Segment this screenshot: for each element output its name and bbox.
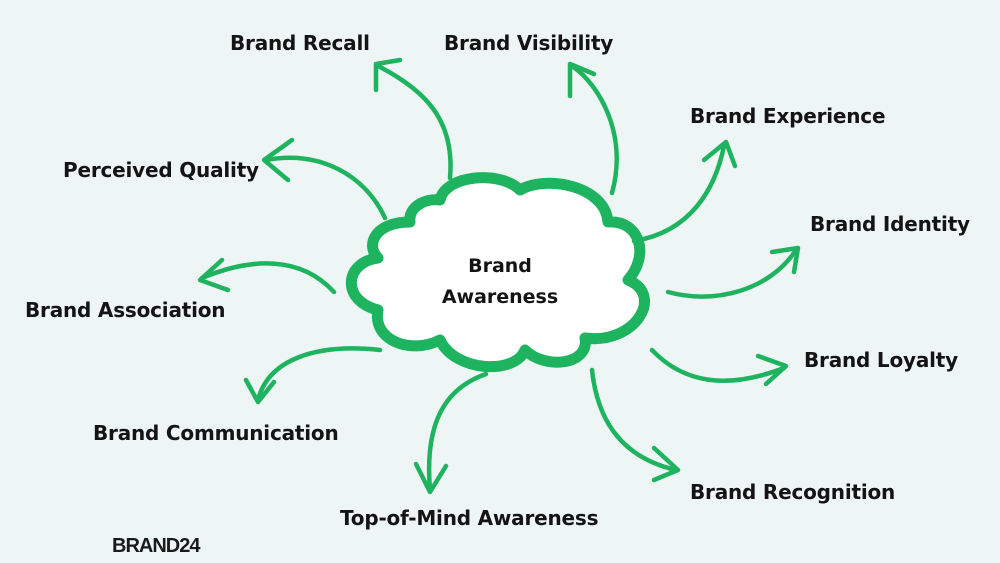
arrow-perceived-quality — [261, 137, 388, 221]
center-node-label: Brand Awareness — [400, 251, 600, 313]
arrow-brand-recall — [373, 57, 453, 181]
branch-label-brand-recognition: Brand Recognition — [690, 480, 896, 504]
arrow-brand-recognition — [589, 367, 681, 483]
branch-label-brand-association: Brand Association — [25, 298, 226, 322]
branch-label-brand-recall: Brand Recall — [230, 31, 370, 55]
branch-label-brand-visibility: Brand Visibility — [444, 31, 614, 55]
arrow-brand-experience — [631, 139, 738, 244]
branch-label-brand-loyalty: Brand Loyalty — [804, 348, 958, 372]
arrow-brand-loyalty — [649, 347, 789, 387]
center-line-2: Awareness — [441, 286, 559, 308]
branch-label-brand-identity: Brand Identity — [810, 212, 970, 236]
arrow-brand-identity — [665, 245, 801, 299]
branch-label-top-of-mind-awareness: Top-of-Mind Awareness — [340, 506, 599, 530]
branch-label-brand-experience: Brand Experience — [690, 104, 886, 128]
arrow-brand-visibility — [567, 61, 619, 196]
branch-label-perceived-quality: Perceived Quality — [63, 158, 259, 182]
center-line-1: Brand — [468, 255, 532, 277]
arrow-brand-association — [197, 257, 337, 295]
branch-label-brand-communication: Brand Communication — [93, 421, 339, 445]
cloud-shape — [345, 172, 650, 373]
brand24-logo: BRAND24 — [112, 535, 200, 557]
arrow-brand-communication — [243, 346, 383, 405]
arrow-top-of-mind-awareness — [413, 371, 489, 495]
